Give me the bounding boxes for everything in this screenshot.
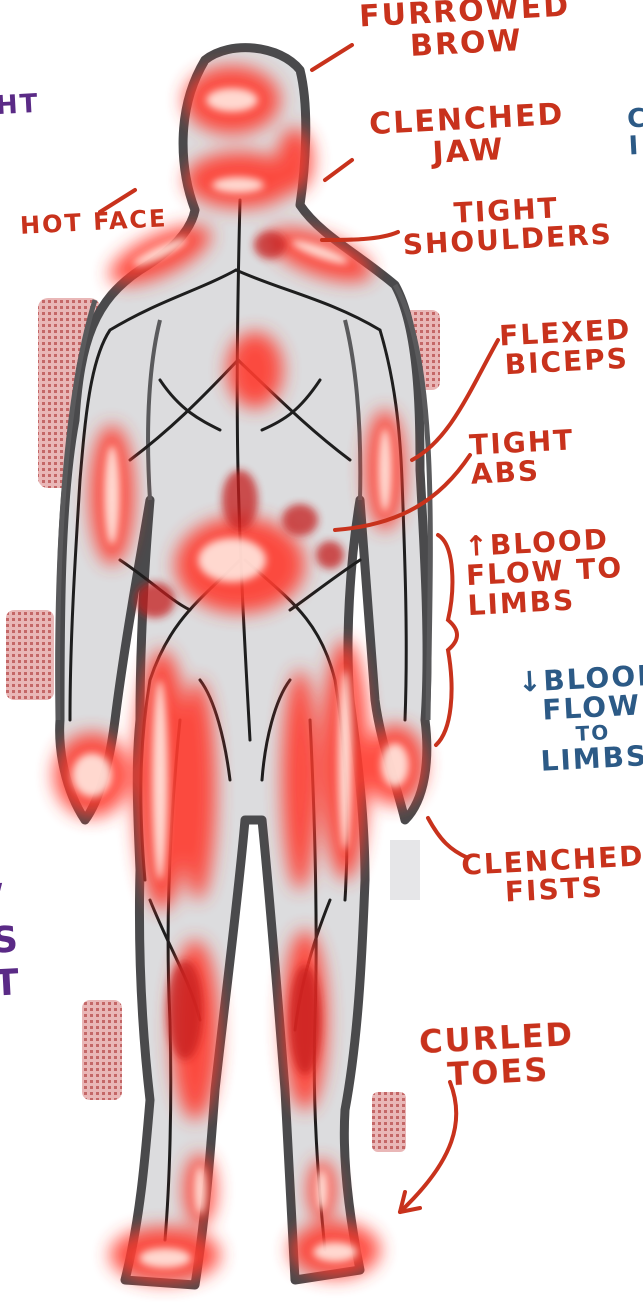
label-blood-flow-up: ↑BLOOD FLOW TO LIMBS (464, 524, 626, 620)
pointer-jaw (325, 160, 352, 180)
glow-thigh-right-2 (282, 670, 318, 890)
label-blood-flow-down: ↓BLOOD FLOW TO LIMBS (517, 660, 643, 777)
texture-right-calf (372, 1092, 406, 1152)
glow-thigh-left-2 (180, 680, 216, 900)
pointer-brow (312, 45, 352, 70)
label-curled-toes: CURLED TOES (418, 1018, 576, 1093)
cutoff-right-top: C I (627, 105, 643, 161)
pointer-toes (400, 1082, 456, 1212)
label-furrowed-brow: FURROWED BROW (358, 0, 572, 64)
shadow-right (390, 840, 420, 900)
cutoff-left-top: HT (0, 91, 40, 121)
label-clenched-jaw: CLENCHED JAW (368, 99, 566, 172)
pointer-blood-brace (436, 535, 457, 745)
glow-cheek (277, 128, 313, 192)
label-flexed-biceps: FLEXED BICEPS (499, 315, 634, 381)
label-tight-shoulders: TIGHT SHOULDERS (401, 191, 614, 261)
label-tight-abs: TIGHT ABS (469, 425, 577, 489)
texture-left-edge (6, 610, 54, 700)
texture-left-leg (82, 1000, 122, 1100)
glow-heart (227, 332, 283, 408)
label-clenched-fists: CLENCHED FISTS (461, 841, 643, 909)
